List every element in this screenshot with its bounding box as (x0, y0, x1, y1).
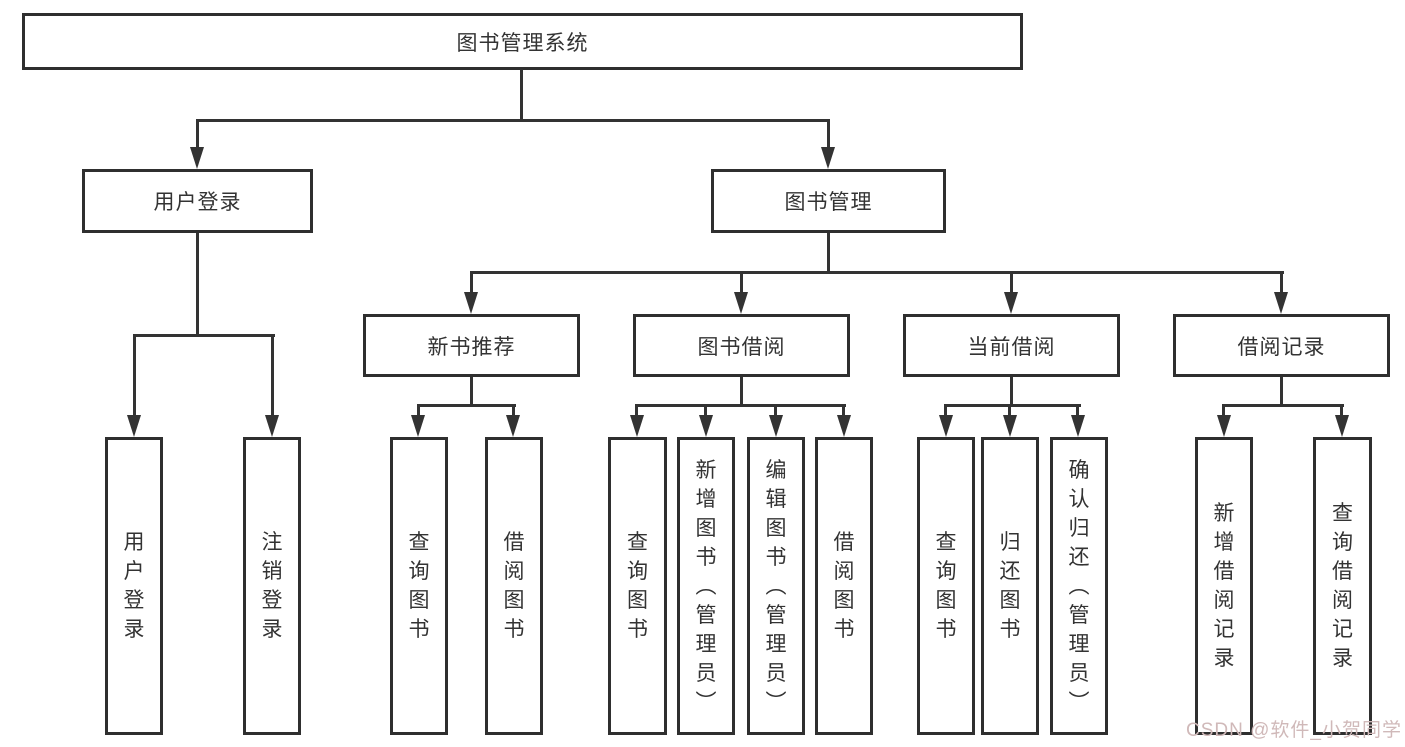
arrow-down-icon (630, 415, 644, 437)
connector-stem (944, 404, 947, 418)
arrow-down-icon (837, 415, 851, 437)
connector-stem (1076, 404, 1079, 418)
connector-bookmgmt-vline (827, 233, 830, 273)
arrow-down-icon (1071, 415, 1085, 437)
node-borrowing-records: 借阅记录 (1173, 314, 1390, 377)
connector-stem (1222, 404, 1225, 418)
connector-stem (635, 404, 638, 418)
connector-stem (1010, 271, 1013, 296)
arrow-down-icon (1274, 292, 1288, 314)
leaf-label: 借 阅 图 书 (833, 531, 855, 641)
leaf-label: 新 增 图 书 ︵ 管 理 员 ︶ (695, 458, 717, 714)
node-book-management: 图书管理 (711, 169, 946, 233)
leaf-label: 查 询 借 阅 记 录 (1332, 502, 1353, 670)
connector-userlogin-hline (133, 334, 275, 337)
leaf-label: 新 增 借 阅 记 录 (1213, 502, 1235, 670)
leaf-borrow-books-borrowing: 借 阅 图 书 (815, 437, 873, 735)
leaf-user-login: 用 户 登 录 (105, 437, 163, 735)
connector-stem (1340, 404, 1343, 418)
connector-stem (196, 119, 199, 151)
arrow-down-icon (769, 415, 783, 437)
connector-hline (417, 404, 516, 407)
connector-root-hline (196, 119, 830, 122)
connector-stem (417, 404, 420, 418)
leaf-label: 查 询 图 书 (627, 531, 648, 641)
connector-hline (1222, 404, 1344, 407)
leaf-label: 查 询 图 书 (935, 531, 957, 641)
leaf-label: 归 还 图 书 (999, 531, 1021, 641)
connector-stem (470, 271, 473, 296)
node-label: 新书推荐 (427, 335, 516, 359)
arrow-down-icon (1003, 415, 1017, 437)
connector-stem (827, 119, 830, 151)
arrow-down-icon (1335, 415, 1349, 437)
connector-hline (635, 404, 846, 407)
connector-stem (1008, 404, 1011, 418)
leaf-query-books-current: 查 询 图 书 (917, 437, 975, 735)
connector-stem (704, 404, 707, 418)
connector-vline (1010, 377, 1013, 407)
leaf-confirm-return-admin: 确 认 归 还 ︵ 管 理 员 ︶ (1050, 437, 1108, 735)
arrow-down-icon (821, 147, 835, 169)
leaf-query-books-borrowing: 查 询 图 书 (608, 437, 667, 735)
arrow-down-icon (734, 292, 748, 314)
arrow-down-icon (265, 415, 279, 437)
connector-bookmgmt-hline (470, 271, 1284, 274)
arrow-down-icon (464, 292, 478, 314)
node-label: 图书借阅 (697, 335, 786, 359)
arrow-down-icon (411, 415, 425, 437)
node-user-login: 用户登录 (82, 169, 313, 233)
leaf-label: 查 询 图 书 (408, 531, 430, 641)
leaf-label: 注 销 登 录 (261, 531, 283, 641)
node-book-borrowing: 图书借阅 (633, 314, 850, 377)
connector-hline (944, 404, 1081, 407)
connector-stem (271, 334, 274, 419)
leaf-borrow-books-recommend: 借 阅 图 书 (485, 437, 543, 735)
connector-stem (740, 271, 743, 296)
connector-vline (1280, 377, 1283, 407)
node-new-book-recommendation: 新书推荐 (363, 314, 580, 377)
connector-stem (774, 404, 777, 418)
leaf-return-books: 归 还 图 书 (981, 437, 1039, 735)
leaf-label: 确 认 归 还 ︵ 管 理 员 ︶ (1068, 458, 1090, 714)
leaf-label: 用 户 登 录 (123, 531, 145, 641)
arrow-down-icon (699, 415, 713, 437)
leaf-edit-book-admin: 编 辑 图 书 ︵ 管 理 员 ︶ (747, 437, 805, 735)
arrow-down-icon (190, 147, 204, 169)
node-current-borrowing: 当前借阅 (903, 314, 1120, 377)
connector-userlogin-vline (196, 233, 199, 336)
connector-stem (1280, 271, 1283, 296)
arrow-down-icon (939, 415, 953, 437)
leaf-add-borrow-record: 新 增 借 阅 记 录 (1195, 437, 1253, 735)
connector-root-vline (520, 69, 523, 122)
node-label: 用户登录 (153, 191, 242, 214)
leaf-query-books-recommend: 查 询 图 书 (390, 437, 448, 735)
node-label: 借阅记录 (1237, 335, 1326, 359)
node-label: 图书管理 (784, 191, 873, 214)
node-label: 图书管理系统 (456, 31, 589, 55)
arrow-down-icon (1004, 292, 1018, 314)
connector-stem (133, 334, 136, 419)
connector-vline (470, 377, 473, 407)
arrow-down-icon (127, 415, 141, 437)
arrow-down-icon (1217, 415, 1231, 437)
connector-stem (842, 404, 845, 418)
connector-vline (740, 377, 743, 407)
leaf-add-book-admin: 新 增 图 书 ︵ 管 理 员 ︶ (677, 437, 735, 735)
arrow-down-icon (506, 415, 520, 437)
leaf-logout: 注 销 登 录 (243, 437, 301, 735)
leaf-label: 借 阅 图 书 (503, 531, 525, 641)
watermark: CSDN @软件_小贺同学 (1186, 720, 1402, 741)
leaf-label: 编 辑 图 书 ︵ 管 理 员 ︶ (765, 458, 787, 714)
leaf-query-borrow-record: 查 询 借 阅 记 录 (1313, 437, 1372, 735)
node-library-management-system: 图书管理系统 (22, 13, 1023, 70)
connector-stem (512, 404, 515, 418)
node-label: 当前借阅 (967, 335, 1056, 359)
